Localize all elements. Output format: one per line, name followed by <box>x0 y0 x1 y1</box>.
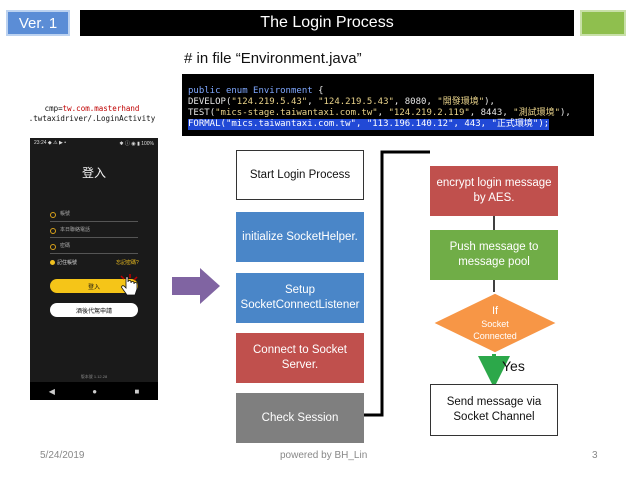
back-icon[interactable]: ◀ <box>48 386 55 396</box>
flow-connect-box: Connect to Socket Server. <box>236 333 364 383</box>
phone-icon <box>50 228 56 234</box>
activity-prefix: cmp= <box>44 104 63 113</box>
app-version: 版本號 1.12.28 <box>80 374 108 379</box>
decision-line2: Connected <box>473 331 517 341</box>
android-nav-bar: ◀ ● ■ <box>30 382 158 400</box>
user-icon <box>50 212 56 218</box>
flow-send-box: Send message via Socket Channel <box>430 384 558 436</box>
forgot-password-link[interactable]: 忘記密碼? <box>116 260 139 266</box>
flow-decision-diamond: If Socket Connected <box>432 292 558 354</box>
flow-push-box: Push message to message pool <box>430 230 558 280</box>
radio-checked-icon <box>50 260 55 266</box>
file-label: # in file “Environment.java” <box>184 50 362 67</box>
flow-setup-box: Setup SocketConnectListener <box>236 273 364 323</box>
decision-if: If <box>492 305 499 317</box>
phone-number-field[interactable]: 本日聯絡電話 <box>50 226 138 238</box>
footer-date: 5/24/2019 <box>40 450 85 461</box>
account-field[interactable]: 帳號 <box>50 210 138 222</box>
code-brace: { <box>318 86 324 96</box>
designated-driver-button[interactable]: 酒後代駕申請 <box>50 303 138 317</box>
lock-icon <box>50 244 56 250</box>
activity-package: tw.com.masterhand <box>62 104 140 113</box>
login-button[interactable]: 登入 <box>50 279 138 293</box>
code-enum-name: Environment <box>253 86 313 96</box>
activity-label: cmp=tw.com.masterhand.twtaxidriver/.Logi… <box>22 104 162 124</box>
pointer-hand-icon <box>120 274 138 296</box>
password-field[interactable]: 密碼 <box>50 242 138 254</box>
yes-label: Yes <box>502 358 525 374</box>
flow-start-box: Start Login Process <box>236 150 364 200</box>
home-icon[interactable]: ● <box>92 386 98 396</box>
code-line-develop: DEVELOP("124.219.5.43", "124.219.5.43", … <box>188 97 495 107</box>
decision-line1: Socket <box>481 319 509 329</box>
header-accent-box <box>580 10 626 36</box>
phone-status-bar: 23:24 ◆ ⚠ ▶ • ✱ ⓘ ◉ ▮ 100% <box>30 138 158 148</box>
recents-icon[interactable]: ■ <box>134 386 140 396</box>
purple-arrow-icon <box>172 268 220 304</box>
code-line-formal-highlighted: FORMAL("mics.taiwantaxi.com.tw", "113.19… <box>188 119 550 130</box>
code-block: public enum Environment { DEVELOP("124.2… <box>182 74 594 136</box>
phone-login-title: 登入 <box>81 166 106 180</box>
footer-credit: powered by BH_Lin <box>280 450 368 461</box>
flow-init-box: initialize SocketHelper. <box>236 212 364 262</box>
remember-account-checkbox[interactable]: 記住帳號 <box>50 259 77 266</box>
status-left: 23:24 ◆ ⚠ ▶ • <box>34 140 66 146</box>
flow-encrypt-box: encrypt login message by AES. <box>430 166 558 216</box>
flow-check-session-box: Check Session <box>236 393 364 443</box>
connector-check-to-encrypt <box>364 150 430 417</box>
activity-class: .twtaxidriver/.LoginActivity <box>28 114 156 123</box>
code-line-test: TEST("mics-stage.taiwantaxi.com.tw", "12… <box>188 108 571 118</box>
version-badge: Ver. 1 <box>6 10 70 36</box>
footer-page-number: 3 <box>592 450 598 461</box>
status-right: ✱ ⓘ ◉ ▮ 100% <box>119 141 154 147</box>
slide-title: The Login Process <box>80 10 574 36</box>
phone-screenshot: 23:24 ◆ ⚠ ▶ • ✱ ⓘ ◉ ▮ 100% 登入 帳號 本日聯絡電話 … <box>30 138 158 400</box>
code-keyword: enum <box>225 86 248 96</box>
code-keyword: public <box>188 86 221 96</box>
